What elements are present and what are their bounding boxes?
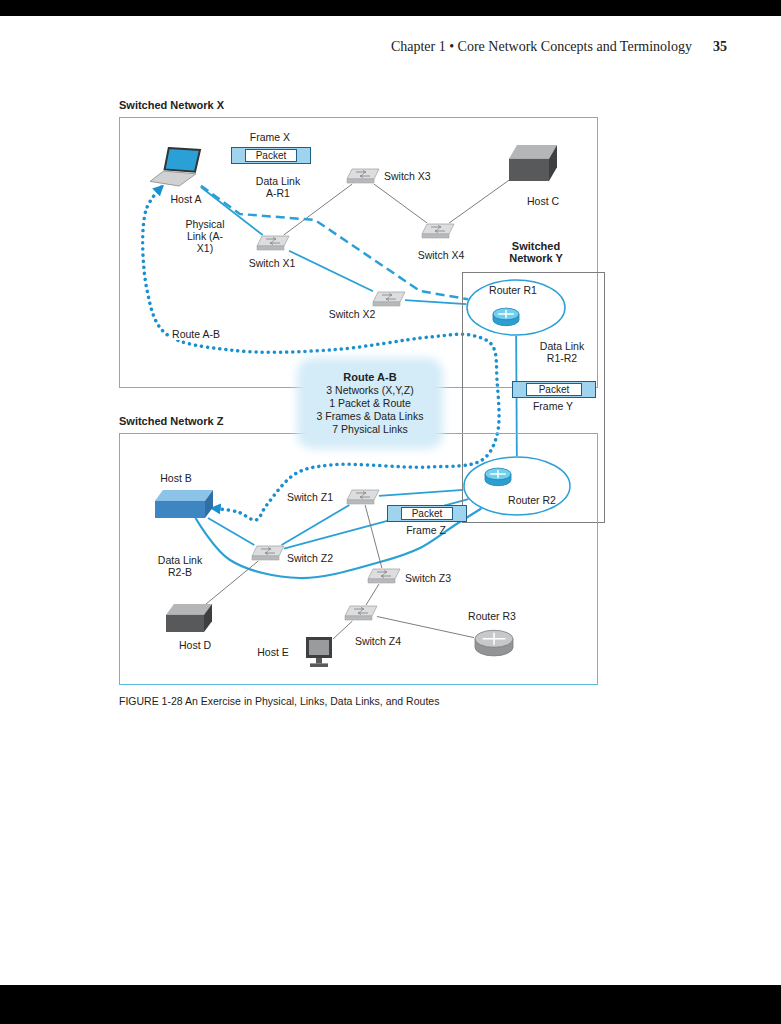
link-label: Data Link R1-R2 [535, 340, 589, 364]
node-label: Host C [527, 195, 559, 207]
physical-link [365, 505, 382, 568]
switch-icon: Switch X1 [257, 235, 289, 251]
switch-icon: Switch Z4 [345, 605, 377, 621]
switch-icon: Switch Z3 [368, 568, 400, 584]
route-dotted [143, 187, 499, 520]
host-laptop: Host A [149, 147, 201, 187]
physical-link [377, 616, 474, 637]
node-label: Host D [179, 639, 211, 651]
physical-link [449, 180, 509, 223]
router-icon-graphic [474, 626, 514, 658]
switch-icon: Switch Z2 [252, 545, 284, 561]
physical-link [282, 505, 350, 545]
host-server: Host C [509, 145, 557, 181]
switch-icon-graphic [422, 223, 454, 239]
node-label: Router R3 [468, 610, 516, 622]
node-label: Switch X1 [249, 257, 296, 269]
network-heading: Switched Network X [119, 99, 224, 111]
callout-text: 1 Packet & Route [329, 397, 411, 410]
node-label: Switch X3 [384, 170, 431, 182]
host-server-graphic [155, 490, 213, 518]
network-heading: Switched Network Y [496, 240, 576, 264]
node-label: Packet [256, 150, 287, 161]
host-monitor: Host E [305, 637, 333, 667]
packet-box: Packet [526, 383, 582, 396]
figure-caption: FIGURE 1-28 An Exercise in Physical, Lin… [119, 695, 439, 707]
switch-icon: Switch X2 [373, 291, 405, 307]
physical-link [366, 584, 379, 605]
network-region: Switched Network YRouter R1Frame YPacket… [462, 272, 605, 523]
switch-icon: Switch Z1 [347, 489, 379, 505]
router-icon: Router R3 [474, 626, 514, 658]
node-label: Switch X2 [329, 308, 376, 320]
physical-link [379, 490, 463, 496]
host-server-graphic [509, 145, 557, 181]
link-label: Data Link R2-B [154, 554, 206, 578]
router-ellipse-graphic [463, 456, 571, 516]
link-label: Route A-B [170, 328, 222, 340]
physical-link [289, 251, 373, 292]
route-callout: Route A-B3 Networks (X,Y,Z)1 Packet & Ro… [307, 368, 434, 439]
physical-link [374, 184, 427, 223]
host-server: Host B [155, 490, 213, 518]
node-label: Host E [257, 646, 289, 658]
node-label: Switch Z2 [287, 552, 333, 564]
link-label: Data Link A-R1 [250, 175, 306, 199]
switch-icon-graphic [345, 605, 377, 621]
node-label: Router R1 [489, 284, 537, 296]
node-label: Host A [171, 193, 202, 205]
running-header: Chapter 1 • Core Network Concepts and Te… [391, 39, 692, 55]
router-ellipse: Router R1 [466, 279, 566, 336]
node-label: Frame Z [406, 524, 446, 536]
host-server: Host D [166, 604, 212, 632]
switch-icon-graphic [257, 235, 289, 251]
node-label: Switch Z1 [287, 491, 333, 503]
physical-link [405, 300, 466, 304]
node-label: Switch Z4 [355, 635, 401, 647]
packet-box: Packet [245, 149, 297, 162]
callout-text: 7 Physical Links [332, 423, 407, 436]
switch-icon-graphic [368, 568, 400, 584]
node-label: Frame X [250, 131, 290, 143]
callout-text: 3 Frames & Data Links [317, 410, 424, 423]
host-monitor-graphic [305, 637, 333, 667]
switch-icon-graphic [373, 291, 405, 307]
switch-icon-graphic [252, 545, 284, 561]
node-label: Switch X4 [418, 249, 465, 261]
network-heading: Switched Network Z [119, 415, 224, 427]
switch-icon: Switch X3 [347, 168, 379, 184]
bottom-bar [0, 985, 781, 1024]
router-ellipse: Router R2 [463, 456, 571, 516]
switch-icon-graphic [347, 489, 379, 505]
top-bar [0, 0, 781, 16]
frame-box: Frame YPacket [512, 381, 596, 398]
physical-link [208, 518, 254, 545]
physical-link [206, 561, 258, 604]
switch-icon: Switch X4 [422, 223, 454, 239]
node-label: Switch Z3 [405, 572, 451, 584]
node-label: Packet [539, 384, 570, 395]
host-laptop-graphic [149, 147, 201, 187]
data-link-dashed [201, 186, 468, 299]
switch-icon-graphic [347, 168, 379, 184]
callout-text: 3 Networks (X,Y,Z) [326, 384, 413, 397]
callout-text: Route A-B [343, 371, 396, 384]
page-number: 35 [713, 39, 727, 55]
link-label: Physical Link (A-X1) [178, 218, 232, 254]
packet-box: Packet [401, 507, 453, 520]
physical-link [333, 621, 352, 639]
node-label: Host B [160, 472, 192, 484]
physical-link [284, 499, 468, 549]
frame-box: Frame XPacket [231, 147, 311, 164]
node-label: Frame Y [533, 400, 573, 412]
frame-box: Frame ZPacket [387, 505, 467, 522]
node-label: Packet [412, 508, 443, 519]
node-label: Router R2 [508, 494, 556, 506]
host-server-graphic [166, 604, 212, 632]
